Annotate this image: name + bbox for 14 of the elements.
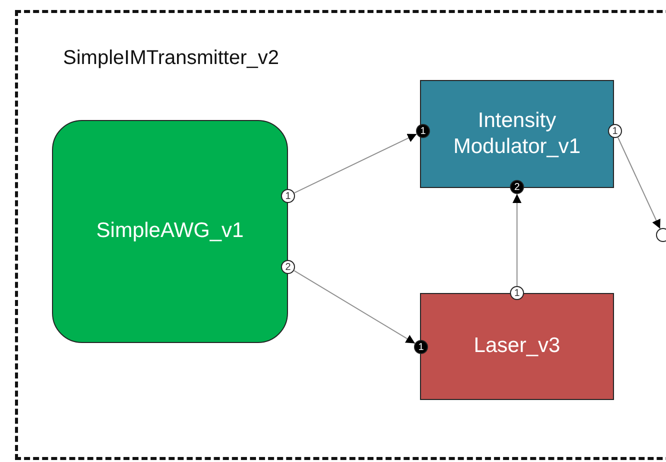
group-title: SimpleIMTransmitter_v2 [63,47,279,70]
port-circle: 2 [510,180,524,194]
arrow [617,136,661,230]
port-circle: 1 [281,189,295,203]
port-circle: 2 [281,260,295,274]
arrow [294,270,416,344]
port-circle: 1 [414,340,428,354]
port-circle: 1 [510,286,524,300]
port-circle [656,228,666,242]
arrow [512,194,522,286]
port-circle: 1 [416,124,430,138]
arrow [294,134,418,194]
group-frame [15,10,666,460]
port-circle: 1 [608,124,622,138]
